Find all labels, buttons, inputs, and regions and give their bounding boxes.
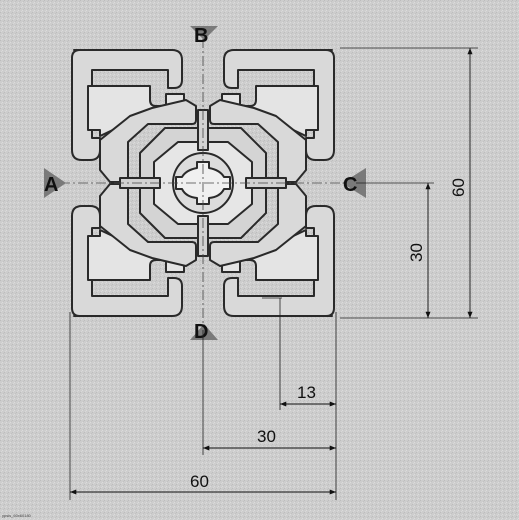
- side-marker-left: [44, 168, 66, 198]
- extension-lines: [69, 47, 478, 500]
- footer-code: ypsis_60x60180: [2, 513, 32, 518]
- dim-label-height-total: 60: [449, 178, 468, 197]
- side-label-a: A: [44, 174, 58, 196]
- side-markers: [44, 26, 366, 340]
- dim-label-slot: 13: [297, 383, 316, 402]
- center-lines: [60, 38, 345, 330]
- side-label-d: D: [194, 321, 208, 343]
- dim-label-width-half: 30: [257, 427, 276, 446]
- side-label-c: C: [343, 174, 357, 196]
- dim-label-width-total: 60: [190, 472, 209, 491]
- aluminium-profile: [71, 49, 335, 317]
- dim-label-height-half: 30: [407, 243, 426, 262]
- side-marker-top: [190, 26, 218, 40]
- side-marker-right: [342, 168, 366, 198]
- dimension-lines: [70, 48, 473, 495]
- side-label-b: B: [194, 25, 208, 47]
- profile-quadrant: [71, 49, 197, 183]
- side-marker-bottom: [190, 324, 218, 340]
